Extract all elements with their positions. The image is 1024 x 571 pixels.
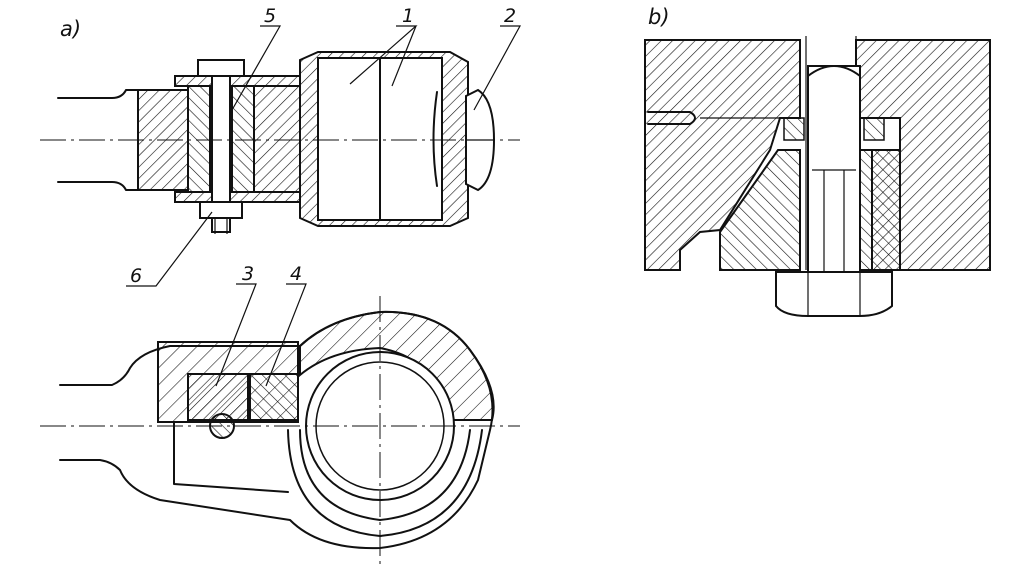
bolt-b: [807, 65, 861, 273]
bolt-head: [197, 59, 245, 77]
nut-b: [775, 271, 893, 317]
callout-6: 6: [130, 265, 142, 287]
housing-left: [644, 39, 801, 271]
block-outer: [253, 85, 301, 193]
callout-5: 5: [264, 5, 276, 27]
view-a-plan: [40, 296, 520, 568]
callout-3: 3: [242, 263, 254, 285]
block-left: [187, 85, 211, 193]
callout-1: 1: [402, 5, 414, 27]
nut: [199, 201, 243, 219]
view-a-label: a): [60, 17, 81, 41]
part-4-liner: [249, 373, 299, 421]
bottom-strap: [174, 191, 301, 203]
wedge: [719, 149, 801, 271]
callout-4: 4: [290, 263, 302, 285]
view-a-section: [40, 51, 520, 234]
top-strap: [174, 75, 301, 87]
callout-2: 2: [504, 5, 516, 27]
leader-lines: [126, 25, 522, 387]
block-right: [231, 85, 255, 193]
view-b-label: b): [648, 5, 670, 29]
view-b-section: [644, 36, 991, 317]
